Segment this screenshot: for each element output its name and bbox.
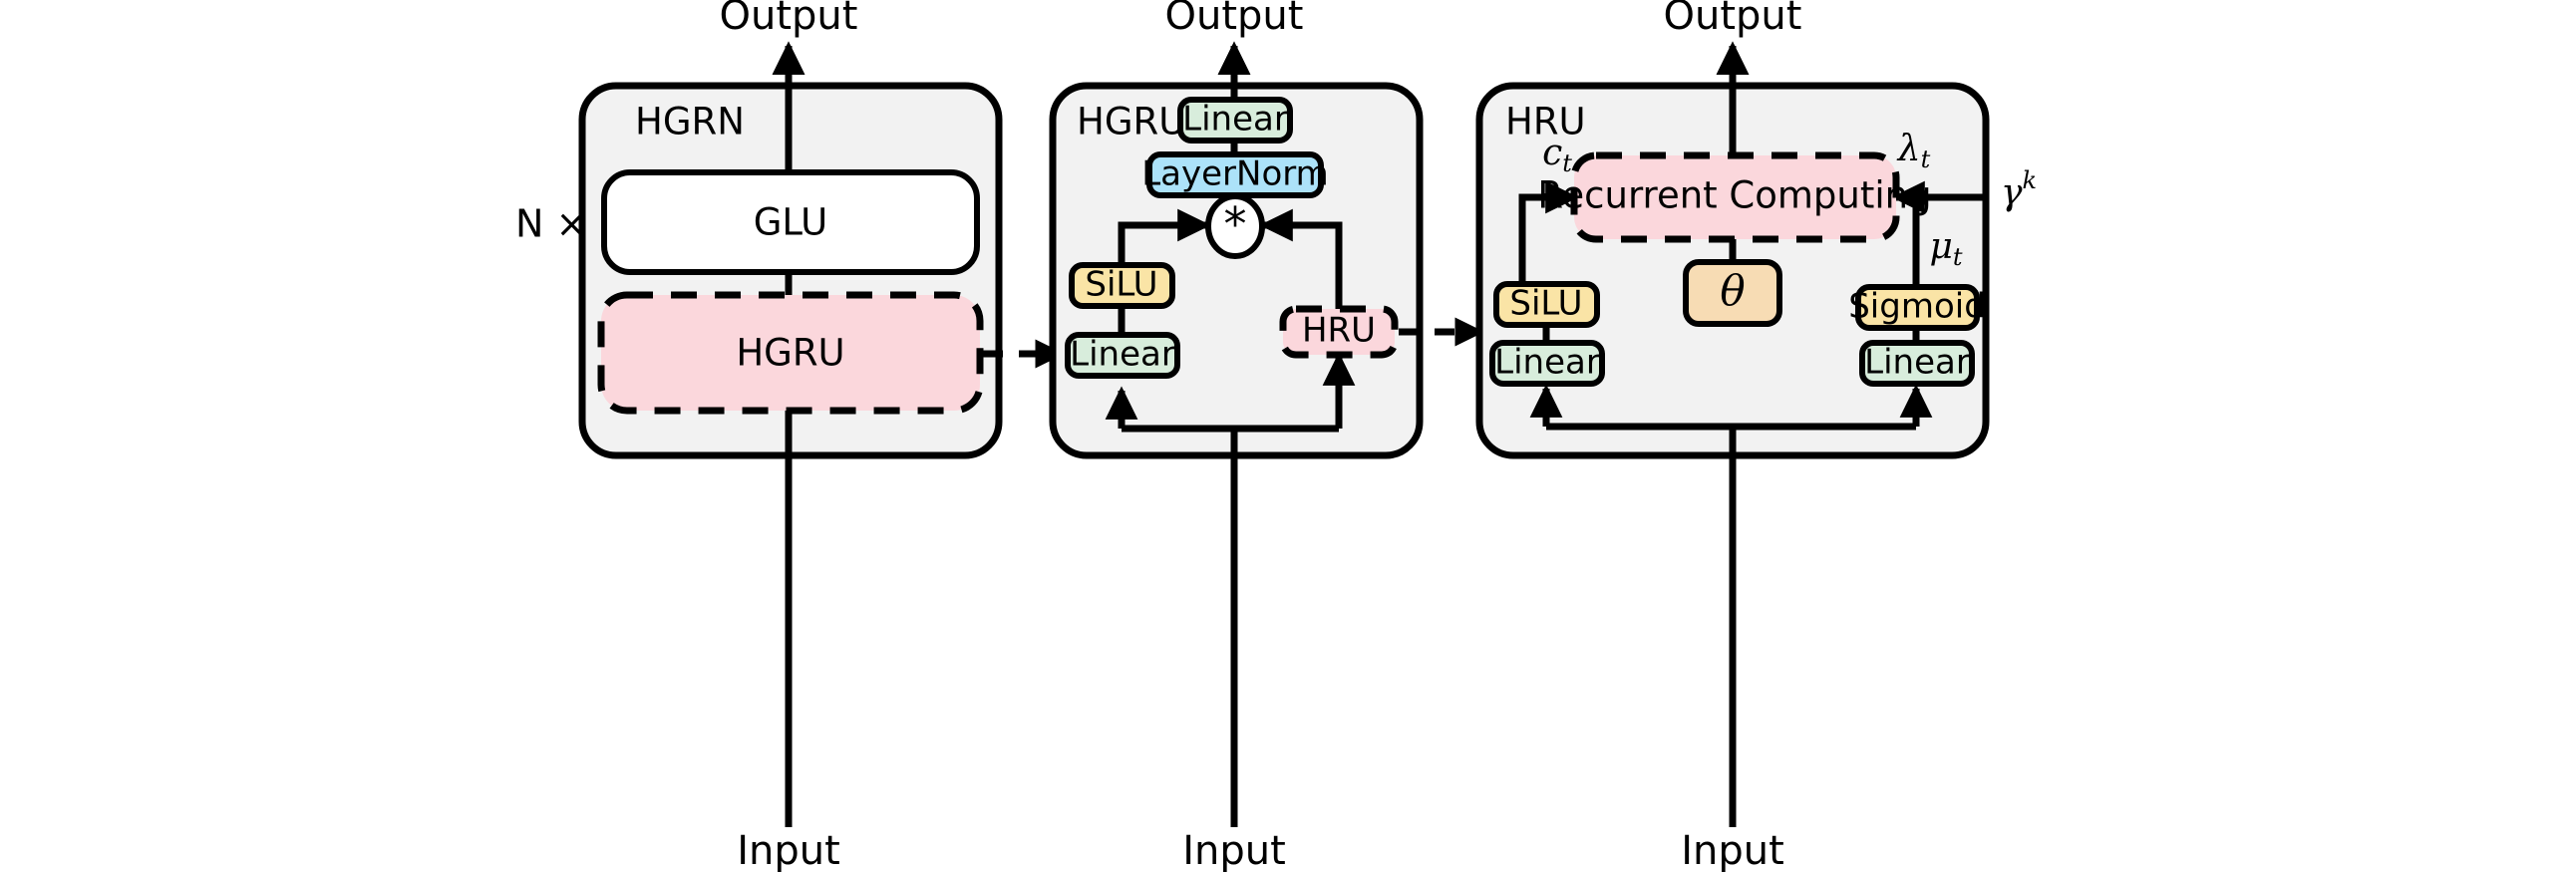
node-hru-linear-right[interactable] [1859,340,1975,387]
node-hru-linear-left[interactable] [1489,340,1605,387]
node-hgru-silu[interactable] [1069,262,1175,309]
node-hru-sigmoid[interactable] [1855,284,1980,331]
node-hgru-linear-top[interactable] [1177,97,1293,144]
node-hru-sigmoid-label: Sigmoid [1848,287,1986,327]
node-hgru-label: HGRU [736,332,844,375]
node-hgru-linear-left[interactable] [1065,332,1180,379]
node-hgru-multiply-label: * [1224,197,1247,251]
panel-hru: Recurrent Computing θ SiLU Linear Sigmoi… [1475,0,2037,872]
panel-hgrn: GLU HGRU HGRN N × Output Input [515,0,1003,872]
edge-label-gamma-k: γk [2001,166,2037,214]
hgru-input-label: Input [1182,828,1286,872]
edge-label-c-t: ct [1542,133,1572,177]
node-hru-recurrent-computing[interactable] [1570,151,1900,243]
node-glu-label: GLU [754,201,828,244]
edge-label-lambda-t: λt [1896,129,1931,173]
panel-title-hru: HRU [1505,101,1586,144]
panel-title-hgru: HGRU [1077,101,1185,144]
node-hgru-linear-left-label: Linear [1070,335,1175,375]
node-hru-recurrent-computing-label: Recurrent Computing [1537,174,1931,217]
node-hgru-silu-label: SiLU [1085,265,1157,305]
node-hgru-hru[interactable] [1279,305,1399,359]
hgrn-repeat-label: N × [515,202,587,246]
node-hru-linear-right-label: Linear [1864,343,1970,383]
node-hru-linear-left-label: Linear [1494,343,1600,383]
node-hru-theta-label: θ [1720,266,1745,315]
node-glu[interactable] [601,169,980,275]
node-hgru-layernorm-label: LayerNorm [1141,154,1329,194]
node-hgru-hru-label: HRU [1302,311,1376,351]
hru-output-label: Output [1664,0,1802,39]
node-hru-silu[interactable] [1493,281,1600,328]
node-hgru-linear-top-label: Linear [1182,100,1288,140]
node-hru-theta[interactable] [1683,259,1782,327]
hru-input-label: Input [1681,828,1784,872]
hgru-output-label: Output [1165,0,1304,39]
hru-silu-to-recurrent [1518,180,1579,285]
node-hru-silu-label: SiLU [1509,284,1582,324]
node-hgru-multiply[interactable] [1205,193,1265,259]
hgru-hru-to-mul [1259,208,1343,311]
edge-label-mu-t: μt [1929,226,1962,271]
panel-hgru: Linear LayerNorm * SiLU Linear HRU HGRU … [1049,0,1424,872]
hgrn-input-label: Input [737,828,840,872]
hgru-silu-to-mul [1118,208,1211,267]
panel-title-hgrn: HGRN [635,101,745,144]
node-hgru[interactable] [597,291,984,415]
hgrn-output-label: Output [720,0,858,39]
